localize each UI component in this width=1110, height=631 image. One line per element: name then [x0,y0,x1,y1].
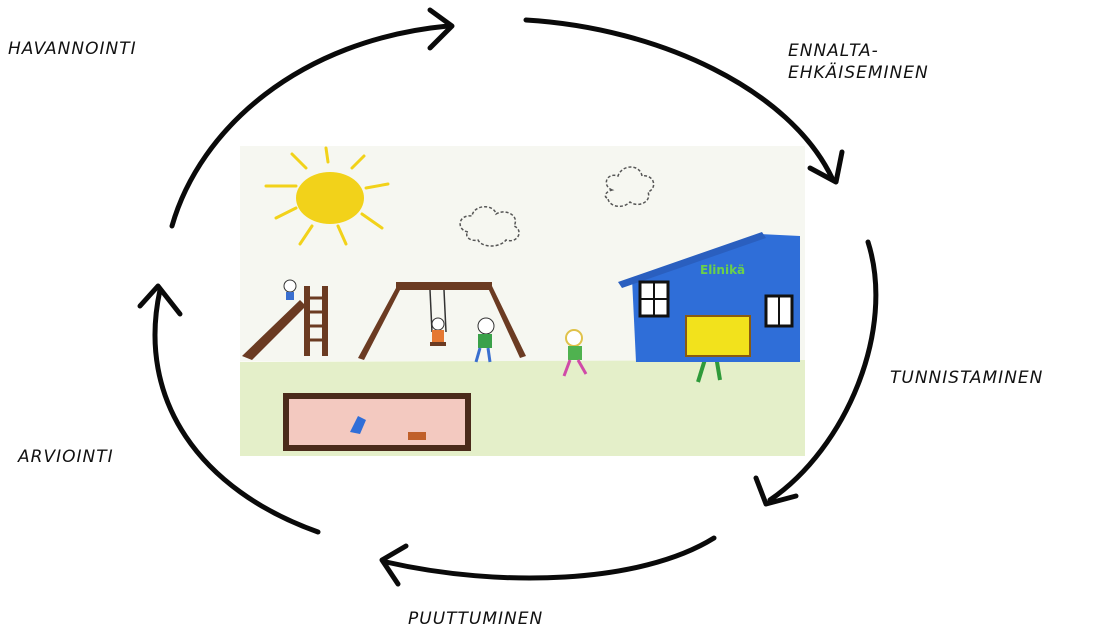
arrowhead-right-top [807,149,845,185]
cloud-icon [459,206,520,247]
child-icon [562,329,588,377]
stage-label-line: EHKÄISEMINEN [788,63,929,83]
school-sign: Elinikä [700,263,745,277]
cycle-arrows [137,7,879,587]
arrowhead-left [137,283,183,317]
slide-icon [242,279,328,360]
stage-label-havannointi: HAVANNOINTI [8,39,137,59]
cloud-icon [604,166,655,208]
school-building-icon: Elinikä [618,232,800,362]
arrowhead-bottom [379,543,409,587]
arrow-to-arviointi [383,535,717,581]
children-drawing: Elinikä [240,146,805,456]
sandbox-icon [283,393,471,451]
arrowhead-top [427,7,455,51]
sun-icon [264,146,390,246]
arrow-to-ennalta [169,23,451,229]
child-icon [474,317,495,363]
arrow-to-tunnistaminen [523,17,835,181]
stage-label-arviointi: ARVIOINTI [18,447,114,467]
stage-label-line: ENNALTA- [788,41,879,61]
stage-label-puuttuminen: PUUTTUMINEN [408,609,544,629]
arrowhead-right-bottom [753,475,799,507]
stage-label-ennaltaehkaiseminen: ENNALTA- EHKÄISEMINEN [788,40,929,84]
arrow-to-puuttuminen [767,239,879,503]
swing-icon [358,282,526,360]
stage-label-tunnistaminen: TUNNISTAMINEN [890,368,1044,388]
arrow-to-havannointi [152,287,321,535]
